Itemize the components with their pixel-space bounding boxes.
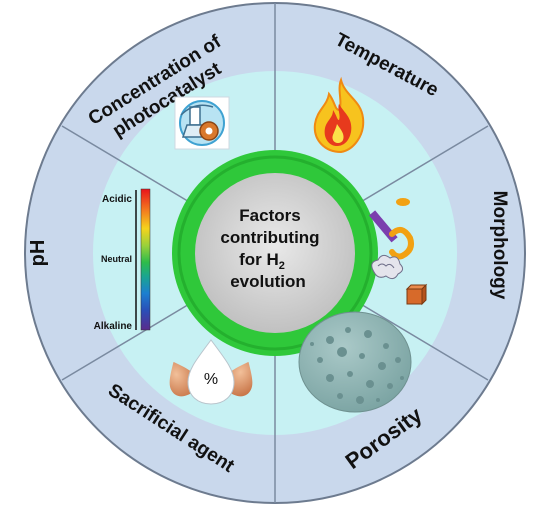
label-morphology: Morphology (489, 191, 510, 300)
ph-acidic-label: Acidic (102, 194, 132, 205)
percent-symbol: % (204, 371, 218, 388)
ph-neutral-label: Neutral (101, 254, 132, 264)
ph-color-bar (140, 188, 151, 331)
segment-dividers (61, 3, 489, 503)
center-disc (195, 173, 355, 333)
center-title-line3: for H2 (239, 250, 285, 272)
green-ring-inner-shade (177, 155, 373, 351)
center-title-line4: evolution (230, 272, 306, 291)
sacrificial-drops-icon: % (169, 339, 253, 405)
ph-alkaline-label: Alkaline (94, 321, 133, 332)
flame-icon (313, 76, 365, 154)
center-title-line1: Factors (239, 206, 300, 225)
label-ph: pH (27, 240, 49, 267)
porous-particle-icon (298, 311, 412, 413)
morphology-shapes-icon (369, 198, 428, 306)
center-title-line2: contributing (220, 228, 319, 247)
photocatalyst-flask-icon (174, 96, 230, 150)
ph-scale: Acidic Neutral Alkaline (94, 188, 151, 332)
